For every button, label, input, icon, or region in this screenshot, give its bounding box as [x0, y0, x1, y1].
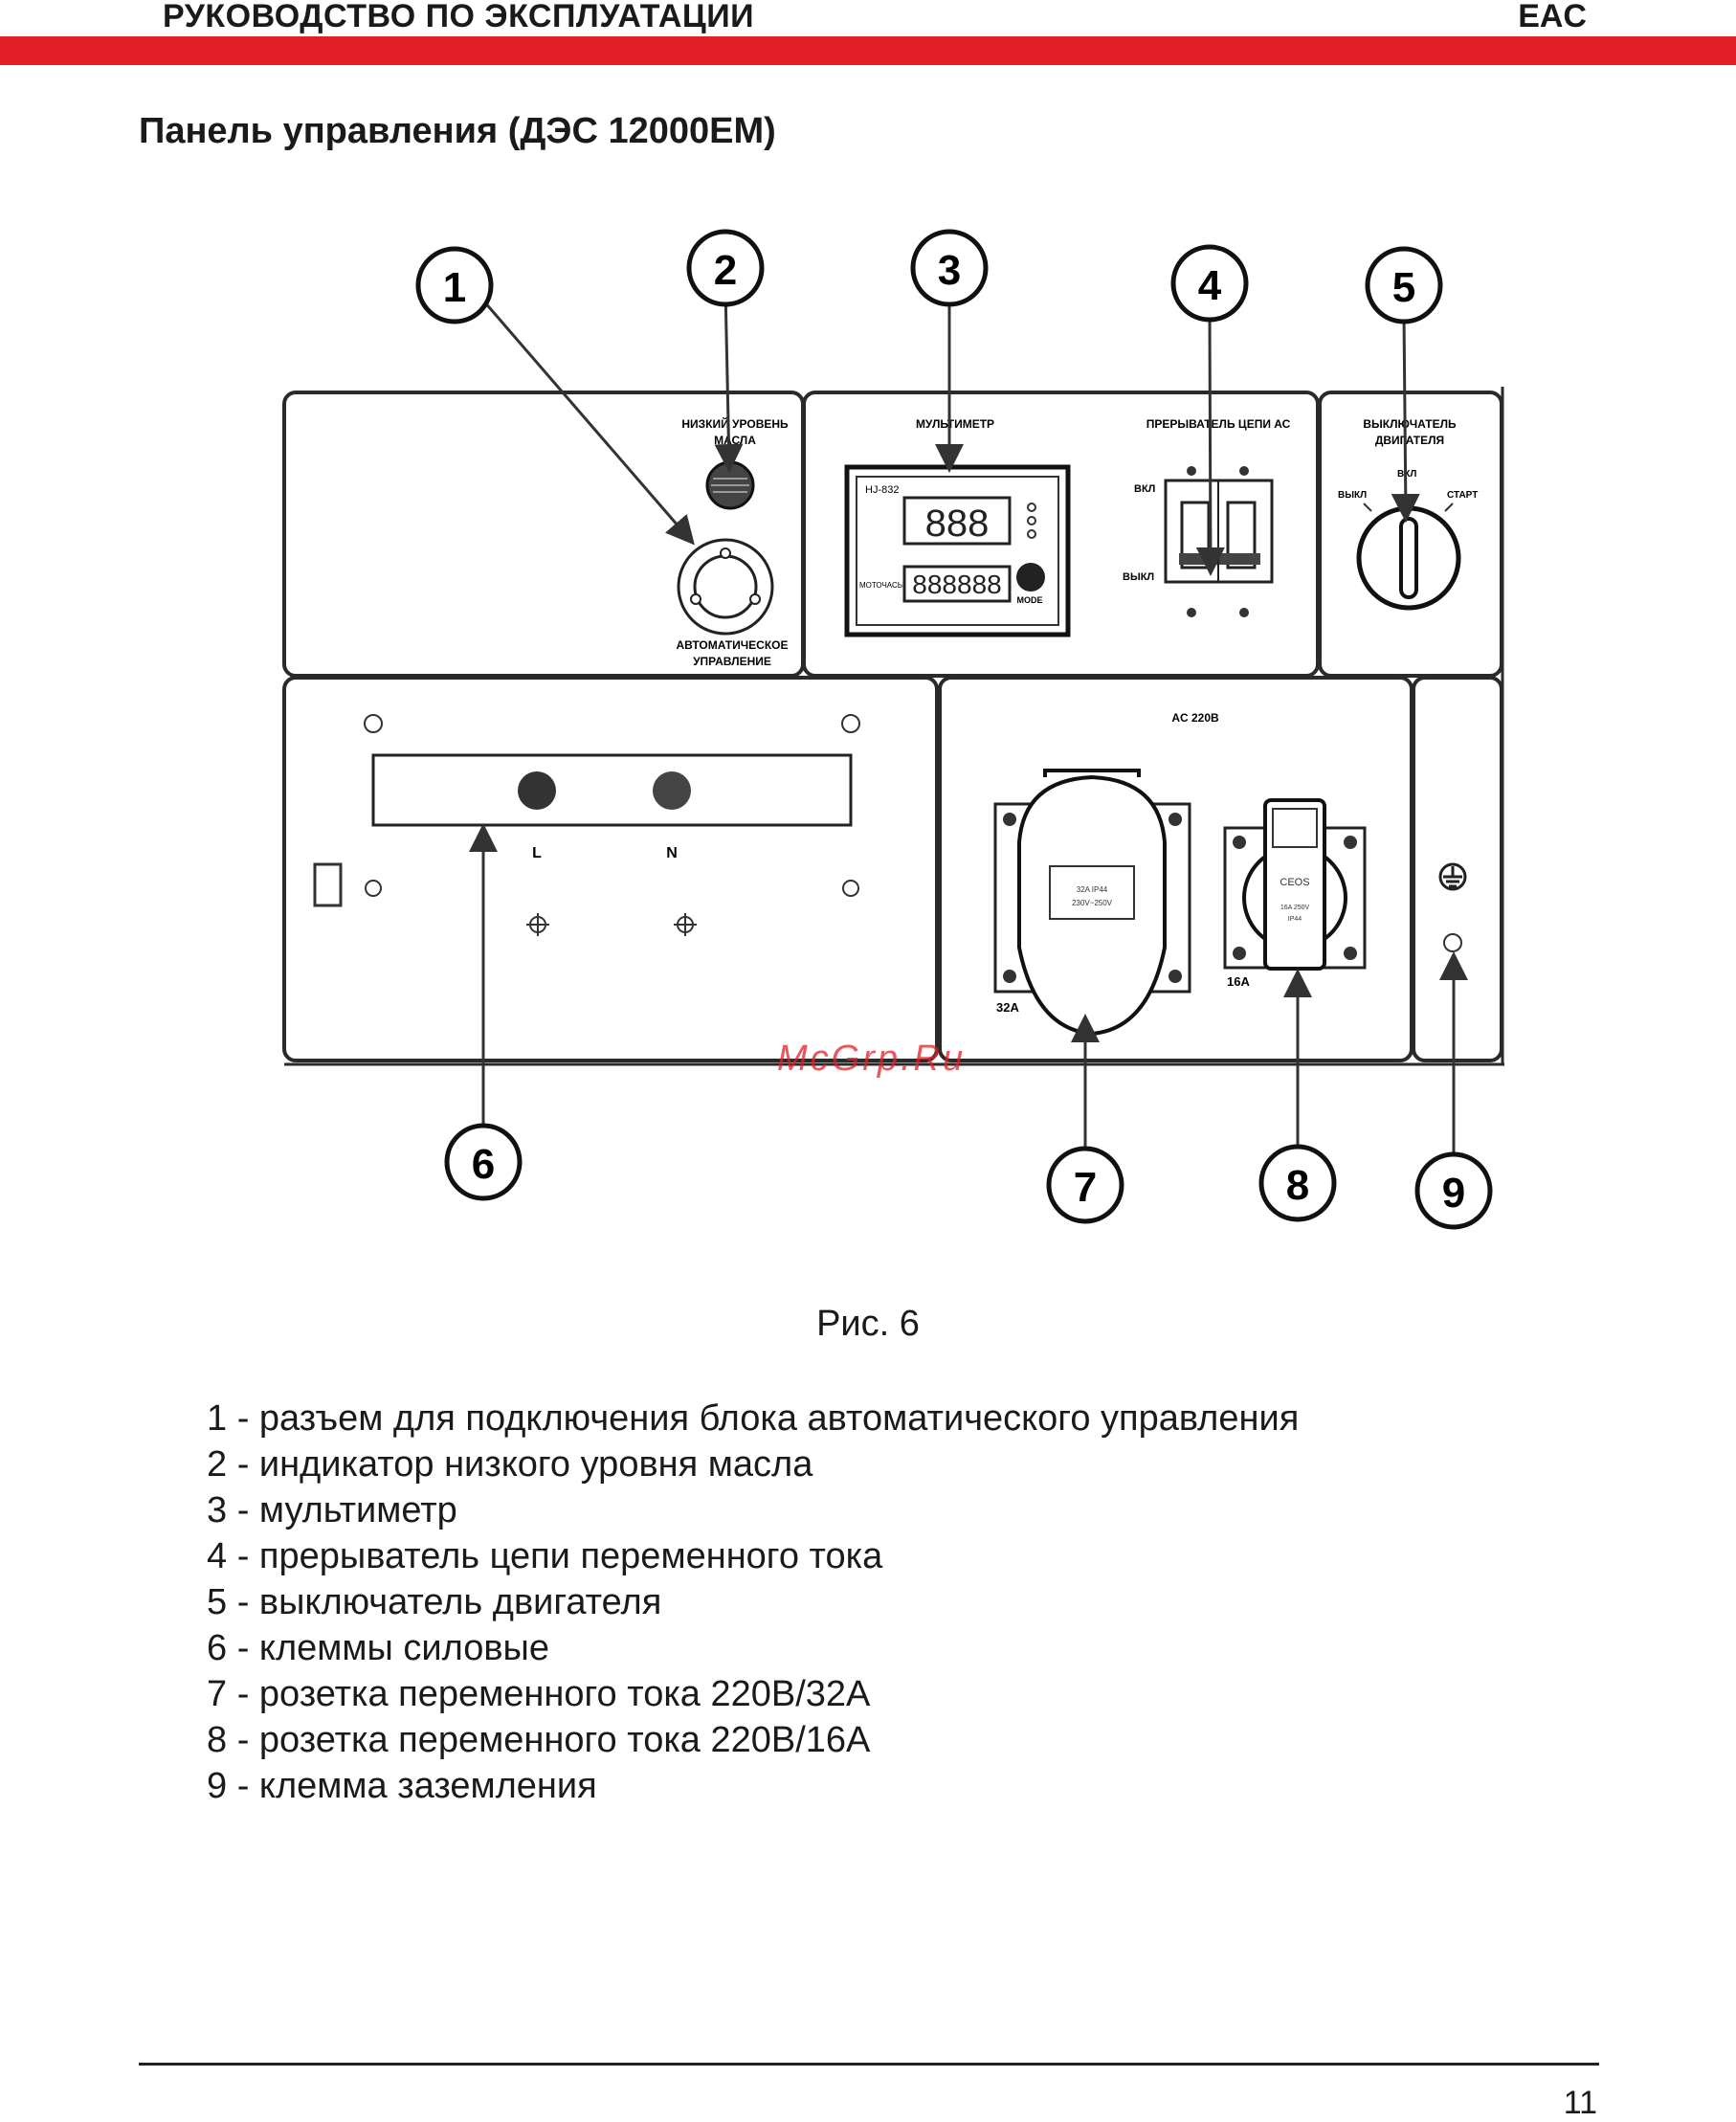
callout-1: 1 [415, 246, 494, 324]
figure-caption: Рис. 6 [816, 1304, 920, 1344]
svg-text:6: 6 [472, 1141, 495, 1188]
callout-8: 8 [1258, 1144, 1337, 1222]
svg-text:IP44: IP44 [1288, 916, 1302, 923]
callout-3: 3 [910, 229, 989, 307]
svg-text:16A 250V: 16A 250V [1280, 905, 1310, 911]
engine-switch-label: ВЫКЛЮЧАТЕЛЬ [1363, 417, 1457, 431]
svg-text:1: 1 [443, 264, 466, 311]
socket-16a-label: 16A [1227, 974, 1250, 989]
footer-rule [139, 2063, 1599, 2066]
auto-control-label-2: УПРАВЛЕНИЕ [693, 655, 771, 668]
multimeter-label: МУЛЬТИМЕТР [916, 417, 994, 431]
callout-4: 4 [1170, 244, 1249, 323]
callout-5: 5 [1365, 246, 1443, 324]
multimeter-mode-button[interactable] [1016, 563, 1045, 592]
svg-text:2: 2 [714, 247, 737, 294]
legend-item: 1 - разъем для подключения блока автомат… [207, 1398, 1300, 1439]
engine-switch-start-label: СТАРТ [1447, 490, 1478, 501]
callout-6: 6 [444, 1123, 523, 1201]
legend-item: 7 - розетка переменного тока 220В/32А [207, 1674, 871, 1714]
legend-list: 1 - разъем для подключения блока автомат… [207, 1396, 1299, 1809]
breaker-label: ПРЕРЫВАТЕЛЬ ЦЕПИ АС [1146, 417, 1291, 431]
section-title: Панель управления (ДЭС 12000ЕМ) [139, 111, 776, 151]
svg-text:7: 7 [1074, 1164, 1097, 1211]
page-number: 11 [1563, 2085, 1597, 2121]
callout-2: 2 [686, 229, 765, 307]
socket-32a-label: 32A [996, 1000, 1019, 1015]
multimeter-mode-label: MODE [1017, 595, 1043, 605]
multimeter-model: HJ-832 [865, 484, 899, 496]
svg-text:3: 3 [938, 247, 961, 294]
legend-item: 9 - клемма заземления [207, 1766, 597, 1806]
watermark: McGrp.Ru [777, 1039, 967, 1079]
power-terminal-cover [371, 753, 853, 827]
terminal-n-label: N [666, 845, 678, 861]
legend-item: 5 - выключатель двигателя [207, 1582, 662, 1622]
callout-9: 9 [1414, 1151, 1493, 1230]
terminal-l-label: L [532, 845, 542, 861]
multimeter-hours-label: МОТОЧАСЫ [859, 581, 904, 590]
engine-switch-off-label: ВЫКЛ [1338, 490, 1367, 501]
oil-level-label: НИЗКИЙ УРОВЕНЬ [681, 416, 789, 431]
header-accent-bar [0, 36, 1736, 65]
control-panel-diagram: НИЗКИЙ УРОВЕНЬ МАСЛА АВТОМАТИЧЕСКОЕ УПРА… [282, 229, 1504, 1230]
auto-control-label: АВТОМАТИЧЕСКОЕ [676, 638, 788, 652]
svg-text:230V~250V: 230V~250V [1072, 899, 1113, 907]
eac-mark: EAC [1518, 0, 1587, 34]
svg-text:4: 4 [1198, 262, 1222, 309]
engine-switch-label-2: ДВИГАТЕЛЯ [1375, 434, 1444, 447]
legend-item: 4 - прерыватель цепи переменного тока [207, 1536, 883, 1576]
svg-text:888888: 888888 [912, 570, 1001, 599]
svg-text:888: 888 [925, 503, 990, 545]
terminal-n[interactable] [653, 771, 691, 810]
callout-7: 7 [1046, 1146, 1124, 1224]
oil-level-label-2: МАСЛА [714, 434, 756, 447]
header-title: РУКОВОДСТВО ПО ЭКСПЛУАТАЦИИ [163, 0, 755, 34]
svg-text:32A IP44: 32A IP44 [1077, 885, 1108, 894]
breaker-off-label: ВЫКЛ [1123, 571, 1154, 583]
legend-item: 2 - индикатор низкого уровня масла [207, 1444, 813, 1485]
ground-terminal[interactable] [1443, 933, 1462, 952]
svg-text:8: 8 [1286, 1162, 1309, 1209]
legend-item: 6 - клеммы силовые [207, 1628, 549, 1668]
engine-switch-on-label: ВКЛ [1397, 469, 1416, 480]
legend-item: 8 - розетка переменного тока 220В/16А [207, 1720, 871, 1760]
legend-item: 3 - мультиметр [207, 1490, 457, 1530]
terminal-l[interactable] [518, 771, 556, 810]
ac-220-label: AC 220В [1171, 711, 1219, 725]
panel-bottom-left [282, 676, 939, 1062]
svg-text:CEOS: CEOS [1280, 877, 1309, 888]
svg-text:5: 5 [1392, 264, 1415, 311]
breaker-on-label: ВКЛ [1134, 483, 1155, 495]
svg-text:9: 9 [1442, 1170, 1465, 1217]
